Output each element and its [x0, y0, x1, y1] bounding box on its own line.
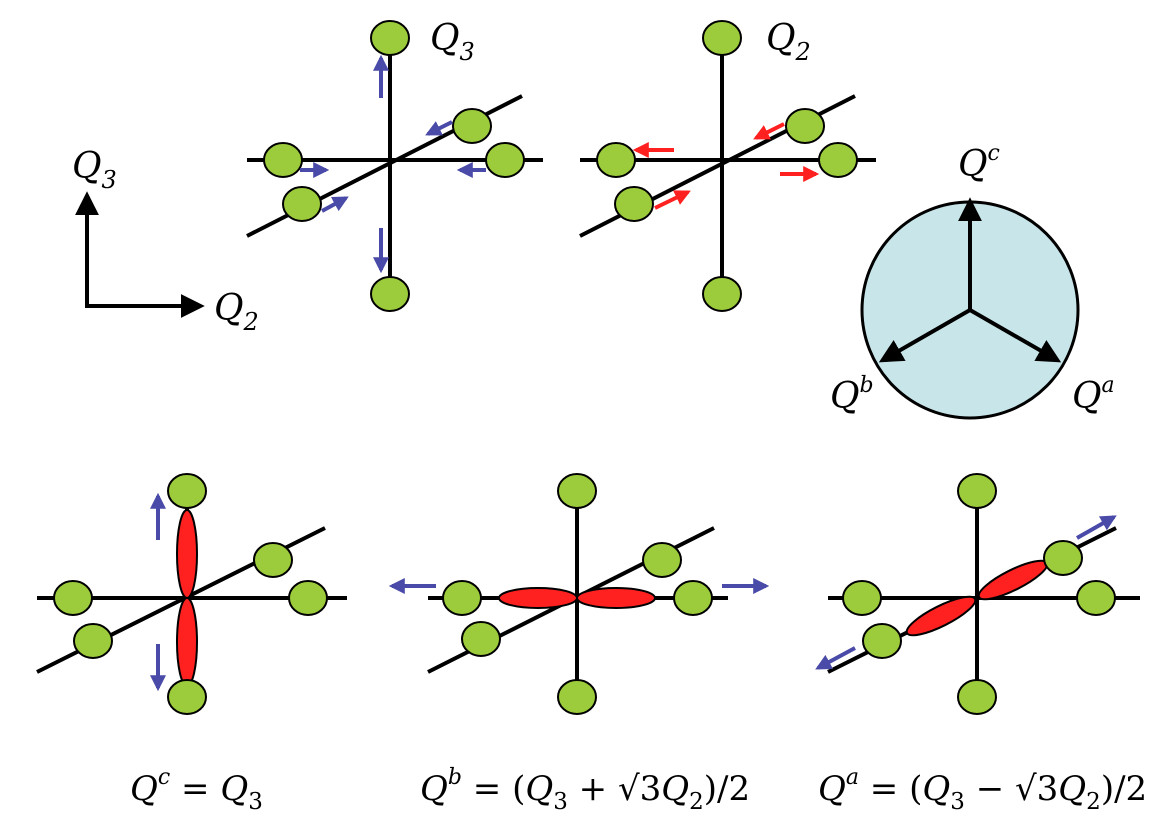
q2-mode-panel: Q2 — [579, 18, 876, 312]
atom — [642, 542, 682, 578]
atom — [370, 20, 410, 56]
qa-orbital-panel — [815, 473, 1140, 715]
equation-qc: Qc = Q3 — [130, 765, 263, 815]
qa-vector-arrow — [969, 308, 1062, 363]
arrow-icon — [1076, 515, 1117, 540]
atom — [596, 142, 636, 178]
atom — [282, 186, 322, 222]
atom — [862, 623, 902, 659]
arrow-icon — [753, 122, 785, 140]
red-lobe-icon — [176, 509, 198, 599]
atom — [167, 473, 207, 509]
atom — [73, 623, 113, 659]
atom — [614, 186, 654, 222]
atom — [702, 20, 742, 56]
atom — [167, 679, 207, 715]
mode-label-q2: Q2 — [766, 18, 811, 66]
atom — [557, 473, 597, 509]
atom — [702, 276, 742, 312]
equation-qa: Qa = (Q3 − √3Q2)/2 — [818, 765, 1147, 815]
arrow-icon — [321, 196, 349, 213]
circle-label-qa: Qa — [1072, 373, 1115, 417]
atom — [263, 142, 303, 178]
atom — [785, 108, 825, 144]
atom — [673, 580, 713, 616]
atom — [452, 108, 492, 144]
atom — [485, 142, 525, 178]
qc-orbital-panel — [36, 473, 347, 715]
atom — [253, 542, 293, 578]
q3-mode-panel: Q3 — [246, 18, 543, 312]
atom — [288, 580, 328, 616]
arrow-icon — [815, 646, 856, 670]
atom — [442, 580, 482, 616]
atom — [957, 473, 997, 509]
atom — [957, 679, 997, 715]
atom — [842, 580, 882, 616]
atom — [370, 276, 410, 312]
qb-vector-arrow — [878, 308, 971, 363]
qb-orbital-panel — [388, 473, 770, 715]
equation-qb: Qb = (Q3 + √3Q2)/2 — [420, 765, 750, 815]
arrow-icon — [654, 190, 691, 210]
circle-label-qc: Qc — [958, 141, 1000, 185]
mode-label-q3: Q3 — [430, 18, 475, 66]
red-lobe-icon — [498, 587, 578, 609]
axis-label-q2: Q2 — [214, 288, 259, 336]
atom — [557, 679, 597, 715]
arrow-icon — [425, 120, 453, 136]
mode-circle-panel: Qc Qb Qa — [830, 141, 1115, 420]
atom — [461, 621, 501, 657]
circle-label-qb: Qb — [830, 373, 874, 417]
atom — [1076, 580, 1116, 616]
axis-label-q3: Q3 — [72, 146, 117, 194]
atom — [53, 580, 93, 616]
red-lobe-icon — [905, 595, 977, 637]
atom — [818, 142, 858, 178]
red-lobe-icon — [176, 597, 198, 687]
red-lobe-icon — [576, 587, 656, 609]
coordinate-axes: Q3 Q2 — [72, 146, 259, 336]
atom — [1043, 540, 1083, 576]
